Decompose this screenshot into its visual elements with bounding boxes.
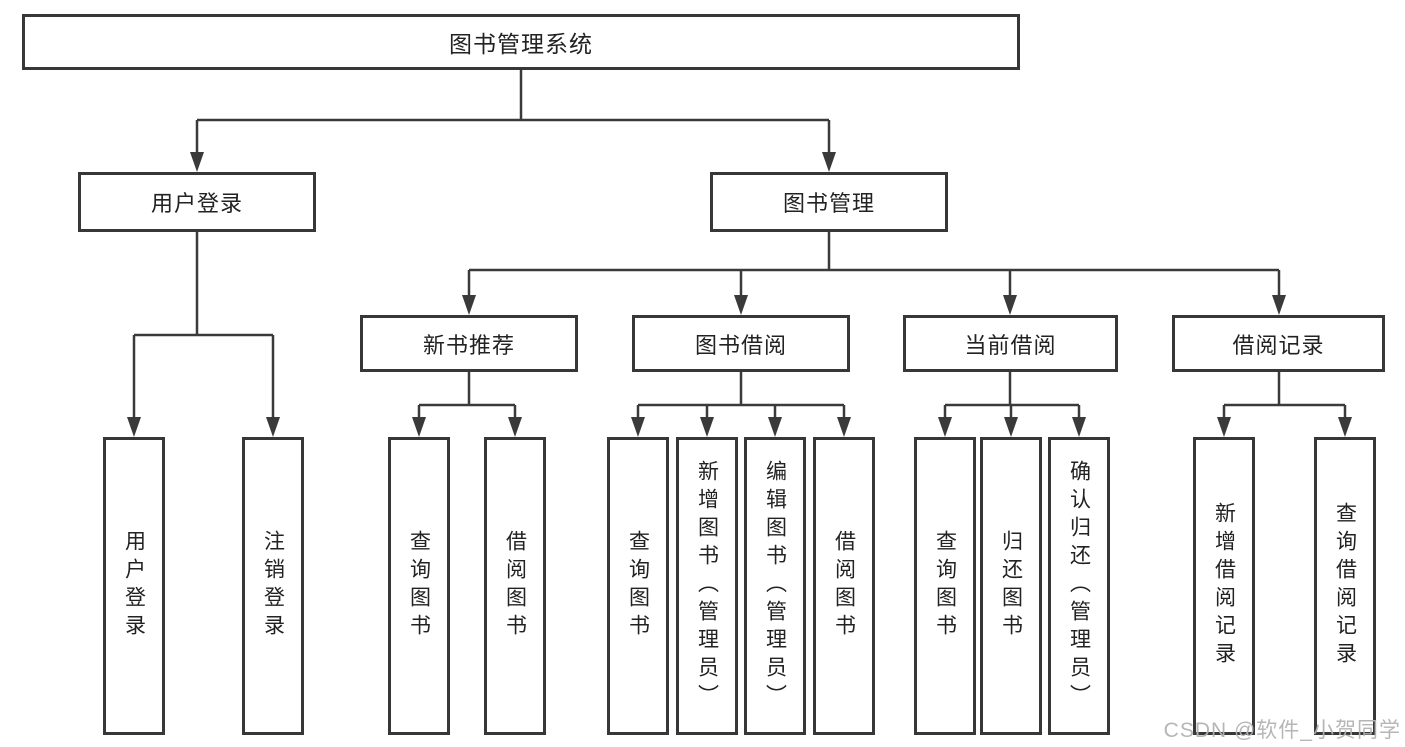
node-module-current-borrow: 当前借阅 xyxy=(903,315,1118,372)
leaf-query-books-borrow: 查询图书 xyxy=(607,437,669,735)
node-label: 借阅记录 xyxy=(1232,332,1325,358)
leaf-user-login: 用户登录 xyxy=(103,437,165,735)
node-module-borrow-records: 借阅记录 xyxy=(1172,315,1385,372)
node-label: 图书管理 xyxy=(782,191,875,216)
node-label: 注销登录 xyxy=(261,530,285,642)
node-label: 归还图书 xyxy=(999,530,1023,642)
node-root-system: 图书管理系统 xyxy=(22,14,1020,70)
leaf-query-borrow-record: 查询借阅记录 xyxy=(1314,437,1376,735)
node-label: 借阅图书 xyxy=(832,530,856,642)
leaf-add-borrow-record: 新增借阅记录 xyxy=(1193,437,1255,735)
leaf-return-book: 归还图书 xyxy=(980,437,1042,735)
node-label: 查询借阅记录 xyxy=(1333,502,1357,670)
node-label: 新书推荐 xyxy=(422,332,515,358)
node-label: 用户登录 xyxy=(122,530,146,642)
node-label: 借阅图书 xyxy=(503,530,527,642)
node-label: 查询图书 xyxy=(933,530,957,642)
node-label: 当前借阅 xyxy=(964,332,1057,358)
leaf-edit-book-admin: 编辑图书（管理员） xyxy=(744,437,806,735)
leaf-add-book-admin: 新增图书（管理员） xyxy=(676,437,738,735)
node-module-book-borrow: 图书借阅 xyxy=(632,315,850,372)
leaf-query-books-current: 查询图书 xyxy=(914,437,976,735)
node-branch-book-management: 图书管理 xyxy=(710,172,948,232)
node-label: 确认归还（管理员） xyxy=(1067,460,1091,712)
node-label: 查询图书 xyxy=(407,530,431,642)
leaf-borrow-books: 借阅图书 xyxy=(813,437,875,735)
leaf-query-books-recommend: 查询图书 xyxy=(388,437,450,735)
node-label: 图书管理系统 xyxy=(449,31,593,57)
node-label: 图书借阅 xyxy=(694,332,787,358)
node-label: 新增借阅记录 xyxy=(1212,502,1236,670)
leaf-confirm-return-admin: 确认归还（管理员） xyxy=(1048,437,1110,735)
leaf-logout: 注销登录 xyxy=(242,437,304,735)
node-label: 用户登录 xyxy=(150,191,243,216)
arrowheads xyxy=(127,152,1352,437)
node-label: 查询图书 xyxy=(626,530,650,642)
node-branch-user-login: 用户登录 xyxy=(78,172,316,232)
leaf-borrow-books-recommend: 借阅图书 xyxy=(484,437,546,735)
node-label: 新增图书（管理员） xyxy=(695,460,719,712)
csdn-watermark: CSDN @软件_小贺同学 xyxy=(1163,719,1401,742)
node-label: 编辑图书（管理员） xyxy=(763,460,787,712)
node-module-new-book-recommend: 新书推荐 xyxy=(360,315,578,372)
